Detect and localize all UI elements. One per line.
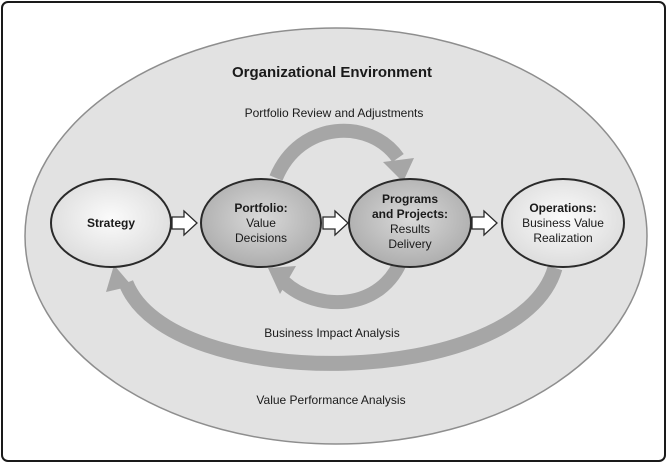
outer-return-arrow-head	[106, 265, 132, 292]
node-programs-line3: Results	[390, 222, 430, 236]
node-portfolio-title: Portfolio:	[234, 201, 287, 215]
arrow-portfolio-to-programs	[322, 209, 349, 237]
node-operations: Operations: Business Value Realization	[501, 178, 625, 268]
bottom-arc-arrow-head	[268, 266, 296, 294]
node-programs-title1: Programs	[382, 192, 438, 206]
top-arc-arrow-band	[269, 123, 404, 181]
environment-title: Organizational Environment	[232, 64, 432, 81]
node-operations-title: Operations:	[529, 201, 596, 215]
arrow-strategy-to-portfolio	[171, 209, 198, 237]
node-strategy-label: Strategy	[87, 216, 135, 230]
node-programs-title2: and Projects:	[372, 207, 448, 221]
outer-bottom-label: Value Performance Analysis	[256, 393, 405, 407]
node-programs-projects: Programs and Projects: Results Delivery	[348, 178, 472, 268]
node-portfolio-line3: Decisions	[235, 231, 287, 245]
node-portfolio: Portfolio: Value Decisions	[200, 178, 322, 268]
node-operations-line2: Business Value	[522, 216, 604, 230]
top-arc-arrow-head	[383, 158, 414, 182]
node-operations-line3: Realization	[533, 231, 592, 245]
outer-return-arrow-band	[119, 265, 563, 371]
inner-bottom-label: Business Impact Analysis	[264, 326, 399, 340]
node-portfolio-line2: Value	[246, 216, 276, 230]
node-programs-line4: Delivery	[388, 237, 431, 251]
top-flow-label: Portfolio Review and Adjustments	[245, 106, 424, 120]
bottom-arc-arrow-band	[279, 255, 409, 310]
node-strategy: Strategy	[50, 178, 172, 268]
arrow-programs-to-operations	[471, 209, 498, 237]
